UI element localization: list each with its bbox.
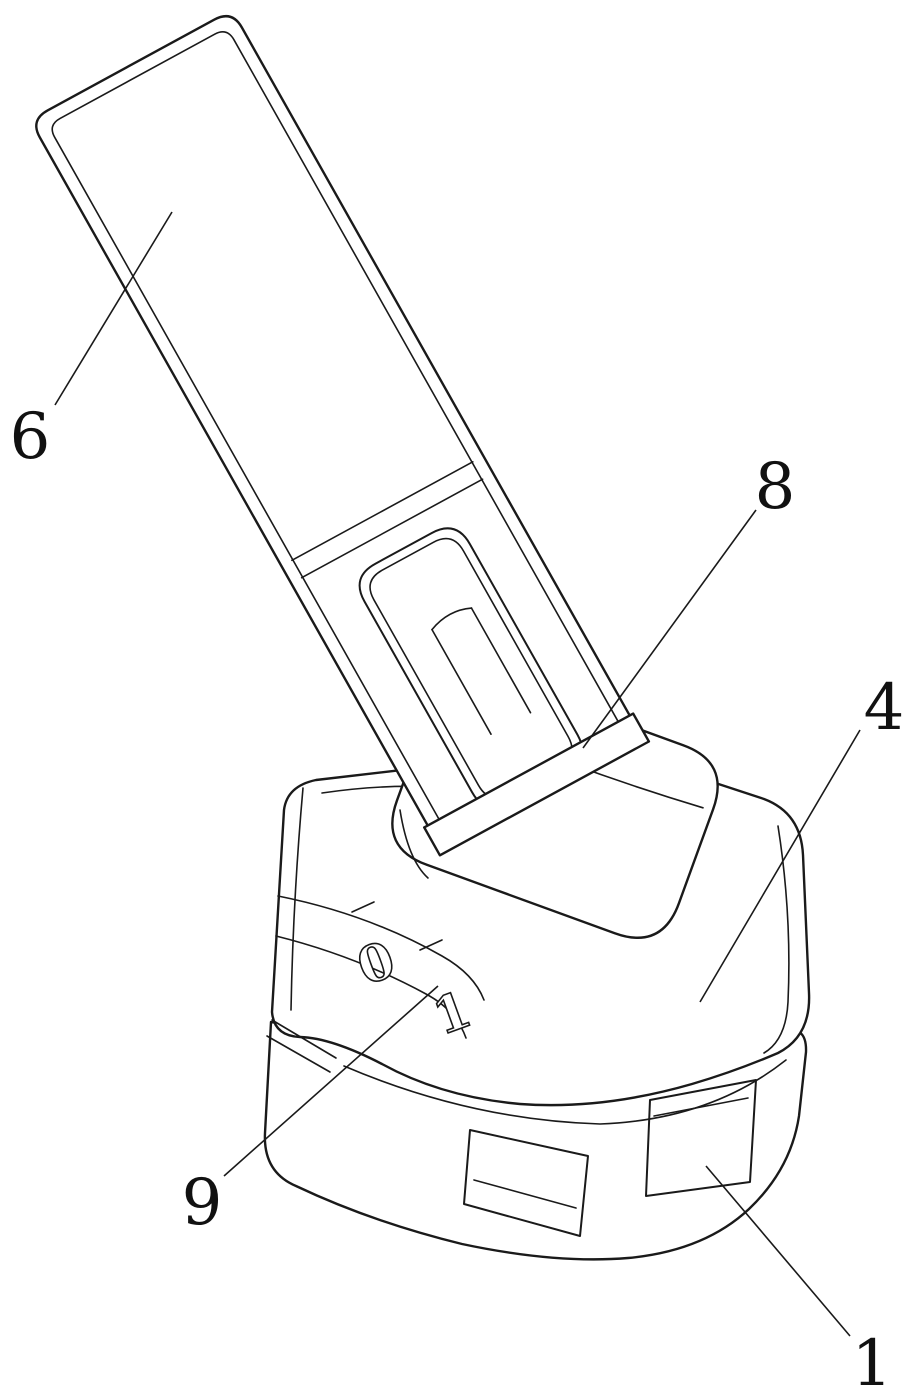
lug-pin-top-arc bbox=[431, 607, 473, 631]
flange-window-right-depth-line bbox=[653, 1097, 749, 1117]
callout-label-9: 9 bbox=[182, 1166, 223, 1240]
callout-label-8: 8 bbox=[755, 450, 796, 524]
lug-pin-right-edge bbox=[470, 607, 532, 714]
lug-pin-left-edge bbox=[431, 628, 492, 735]
callout-label-6: 6 bbox=[10, 400, 51, 474]
dial-band-upper-arc bbox=[277, 895, 485, 1001]
callout-label-1: 1 bbox=[852, 1327, 893, 1400]
flange-window-left bbox=[463, 1129, 589, 1237]
leader-line-9 bbox=[223, 985, 439, 1177]
leader-line-4 bbox=[699, 729, 861, 1003]
flange-window-left-depth-line bbox=[473, 1179, 577, 1209]
pull-tab-crease-line-lower bbox=[300, 478, 484, 579]
leader-line-8 bbox=[582, 509, 757, 749]
pull-tab-crease-line-upper bbox=[291, 461, 474, 562]
pull-tab-outline bbox=[35, 15, 640, 847]
dial-tick-left bbox=[351, 901, 375, 913]
cap-left-lobe-line bbox=[399, 809, 429, 879]
leader-line-6 bbox=[54, 211, 173, 406]
flange-window-right bbox=[645, 1079, 757, 1197]
flange-notch-line-upper bbox=[271, 1019, 337, 1059]
leader-line-1 bbox=[705, 1165, 851, 1337]
dial-tick-right bbox=[419, 939, 443, 951]
flange-inner-rim-line bbox=[343, 1059, 787, 1125]
dial-band-lower-arc bbox=[275, 935, 467, 1039]
callout-label-4: 4 bbox=[864, 671, 905, 745]
cap-entry-rim bbox=[423, 712, 651, 857]
flange-notch-line-lower bbox=[266, 1035, 331, 1073]
body-right-face-line bbox=[763, 825, 790, 1054]
